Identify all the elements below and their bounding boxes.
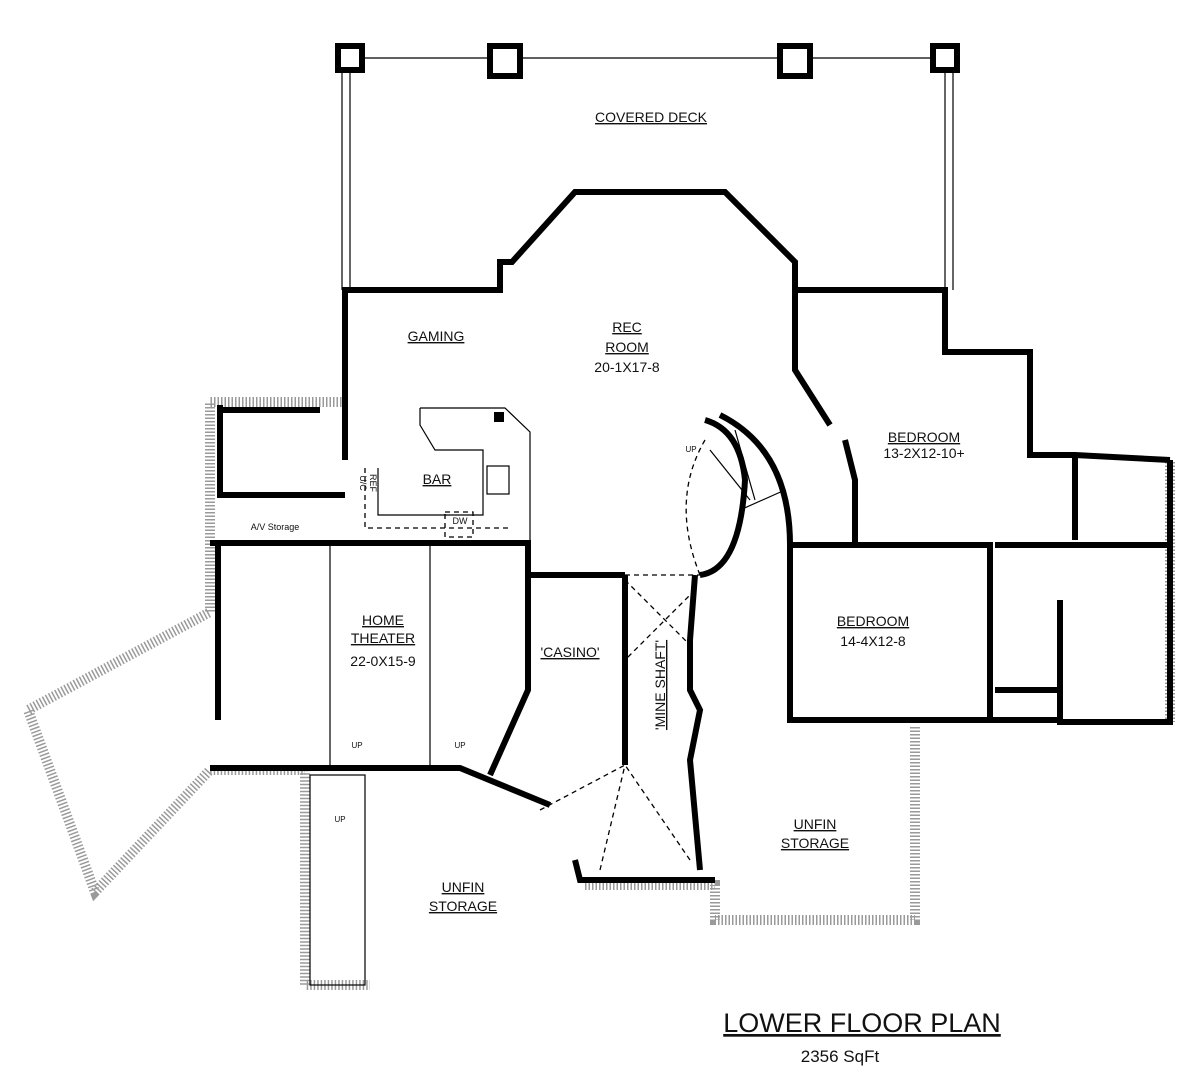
room-label-av-storage: A/V Storage (251, 522, 300, 532)
room-label-mine-shaft: 'MINE SHAFT' (652, 640, 668, 730)
covered-deck (335, 43, 960, 290)
room-label-unfin-left-2: STORAGE (429, 898, 497, 914)
fixture-ref: REF (368, 474, 378, 493)
deck-post (335, 43, 365, 73)
room-label-unfin-right-2: STORAGE (781, 835, 849, 851)
room-label-theater: THEATER (351, 630, 415, 646)
stair-up-theater-1: UP (351, 741, 362, 750)
deck-post (930, 43, 960, 73)
fixture-uc: U/C (358, 475, 368, 491)
room-label-rec: REC (612, 319, 642, 335)
deck-post (487, 43, 523, 79)
room-label-bedroom-1: BEDROOM (888, 429, 960, 445)
room-size-theater: 22-0X15-9 (350, 653, 416, 669)
room-label-room: ROOM (605, 339, 649, 355)
room-label-gaming: GAMING (408, 328, 465, 344)
fixture-dw: DW (453, 516, 468, 526)
plan-title: LOWER FLOOR PLAN (723, 1008, 1001, 1038)
stair-up-spiral: UP (685, 445, 696, 454)
spiral-stair (539, 429, 786, 871)
stair-up-left: UP (334, 815, 345, 824)
room-size-bedroom-2: 14-4X12-8 (840, 633, 906, 649)
room-label-bedroom-2: BEDROOM (837, 613, 909, 629)
room-label-bar: BAR (423, 471, 452, 487)
deck-post (777, 43, 813, 79)
room-label-covered-deck: COVERED DECK (595, 109, 708, 125)
bar-counter (364, 407, 531, 540)
room-label-home: HOME (362, 612, 404, 628)
foundation-walls (21, 397, 1175, 990)
room-label-unfin-right-1: UNFIN (794, 816, 837, 832)
room-size-rec: 20-1X17-8 (594, 359, 660, 375)
walls (210, 189, 1173, 986)
room-label-unfin-left-1: UNFIN (442, 879, 485, 895)
room-size-bedroom-1: 13-2X12-10+ (883, 445, 964, 461)
stair-up-theater-2: UP (454, 741, 465, 750)
plan-area: 2356 SqFt (801, 1047, 880, 1066)
room-label-casino: 'CASINO' (540, 644, 599, 660)
